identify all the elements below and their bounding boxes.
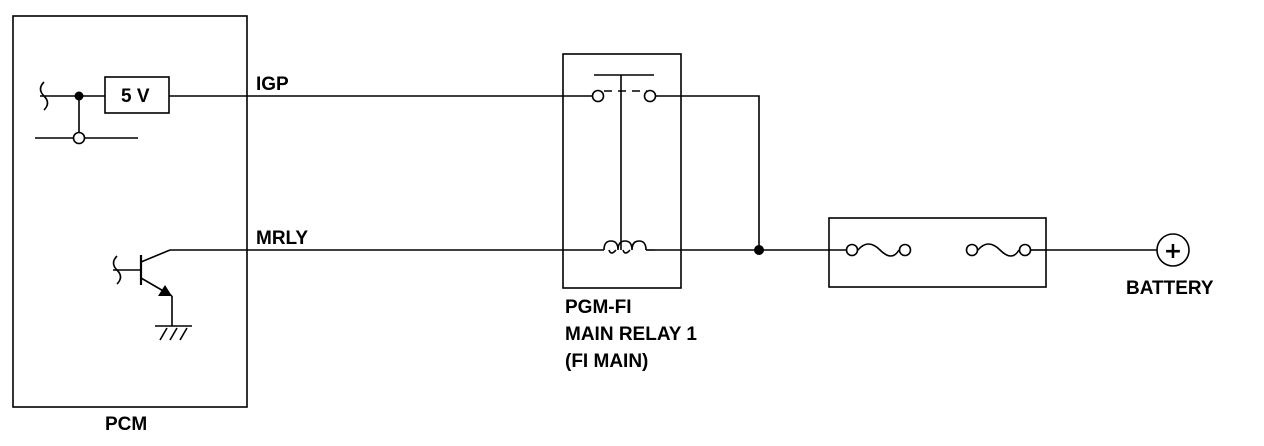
mrly-label: MRLY bbox=[256, 228, 308, 249]
pcm-5v-circuit bbox=[35, 81, 138, 145]
pcm-label: PCM bbox=[105, 414, 147, 435]
driver-transistor bbox=[112, 249, 192, 341]
fuse-box bbox=[828, 217, 1047, 288]
relay-label-line2: MAIN RELAY 1 bbox=[565, 324, 697, 345]
relay-label-line3: (FI MAIN) bbox=[565, 351, 648, 372]
pcm-box bbox=[12, 15, 248, 408]
fuse-2 bbox=[965, 243, 1046, 257]
relay-switch bbox=[591, 74, 657, 250]
relay-coil bbox=[603, 240, 655, 254]
junction-node bbox=[754, 245, 764, 255]
5v-regulator-box bbox=[104, 76, 170, 114]
igp-label: IGP bbox=[256, 74, 289, 95]
relay-output-wire bbox=[656, 95, 760, 250]
relay-label-line1: PGM-FI bbox=[565, 297, 632, 318]
5v-label: 5 V bbox=[121, 86, 150, 107]
battery-plus-icon: + bbox=[1164, 239, 1182, 264]
fuse-1 bbox=[829, 243, 912, 257]
main-relay-box bbox=[562, 53, 682, 289]
battery-terminal bbox=[1156, 233, 1190, 267]
battery-label: BATTERY bbox=[1126, 278, 1214, 299]
